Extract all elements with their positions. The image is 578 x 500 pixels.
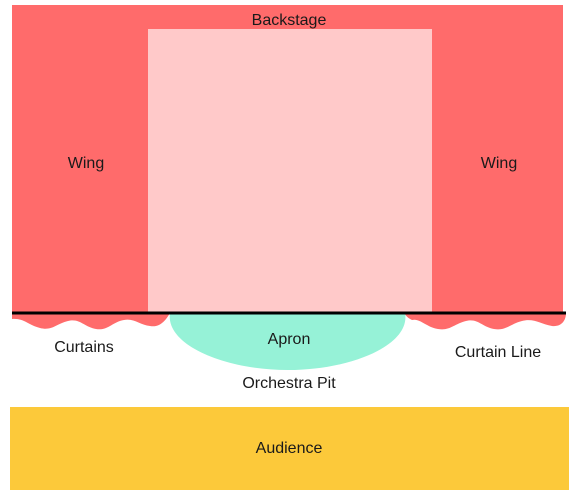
stage-floor: [148, 29, 432, 313]
curtains-left: [12, 313, 170, 330]
label-backstage: Backstage: [252, 12, 327, 29]
label-curtain-line: Curtain Line: [455, 344, 541, 361]
label-audience: Audience: [256, 440, 323, 457]
label-wing-left: Wing: [68, 155, 104, 172]
label-wing-right: Wing: [481, 155, 517, 172]
apron: [169, 313, 406, 370]
audience-area: [10, 407, 569, 490]
label-orchestra-pit: Orchestra Pit: [242, 375, 336, 392]
curtains-right: [404, 313, 566, 330]
label-curtains: Curtains: [54, 339, 114, 356]
label-apron: Apron: [268, 331, 311, 348]
